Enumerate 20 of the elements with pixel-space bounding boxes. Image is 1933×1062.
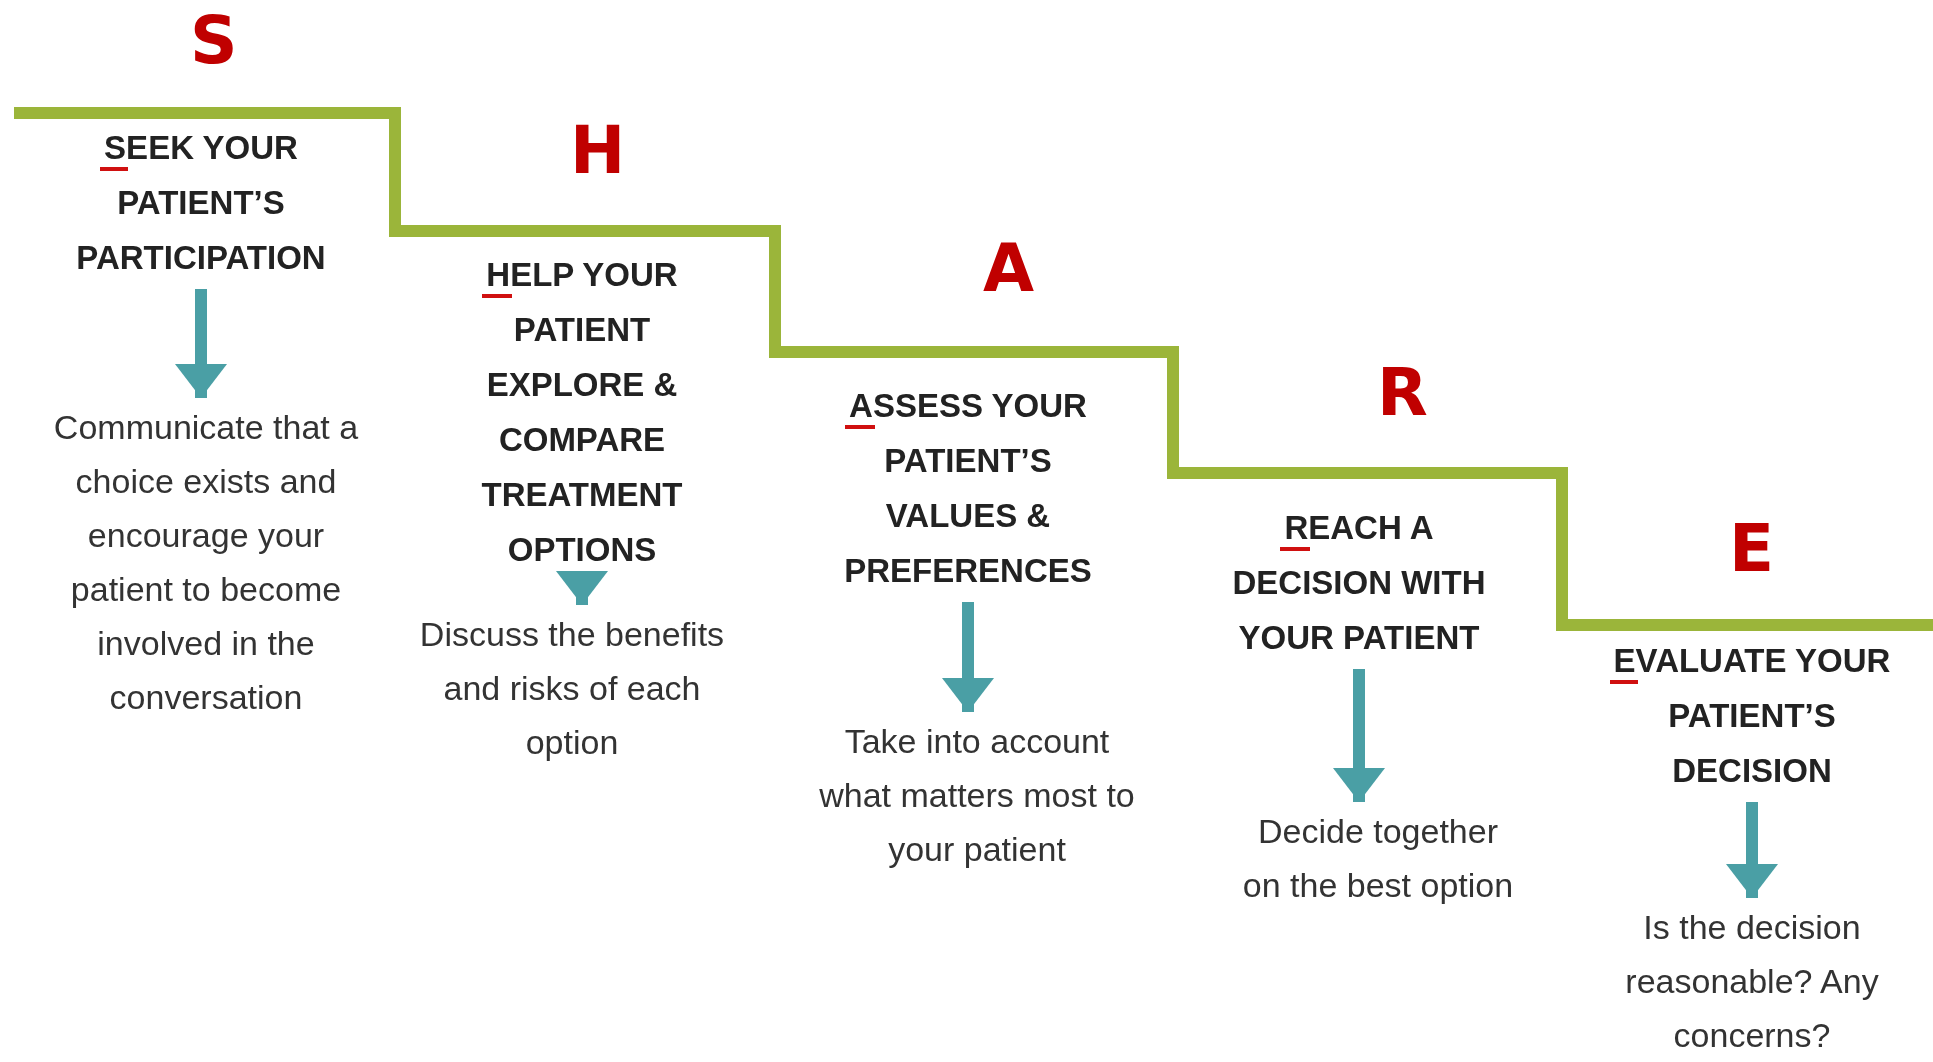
step-letter: R	[1377, 360, 1428, 426]
down-arrow	[1726, 802, 1778, 898]
step-letter: E	[1729, 516, 1775, 582]
step-heading: HELP YOUR PATIENT EXPLORE & COMPARE TREATMENT OPTIONS	[432, 247, 732, 577]
step-description: Discuss the benefits and risks of each option	[412, 607, 732, 769]
step-letter: H	[570, 118, 626, 184]
step-letter: A	[983, 236, 1035, 302]
step-heading: ASSESS YOUR PATIENT’S VALUES & PREFERENCES	[833, 378, 1103, 598]
down-arrow	[1333, 669, 1385, 802]
step-heading: EVALUATE YOUR PATIENT’S DECISION	[1597, 633, 1907, 798]
step-letter: S	[190, 8, 238, 74]
down-arrow	[942, 602, 994, 712]
step-heading: REACH A DECISION WITH YOUR PATIENT	[1204, 500, 1514, 665]
step-description: Is the decision reasonable? Any concerns?	[1592, 900, 1912, 1062]
down-arrow	[175, 289, 227, 398]
step-heading: SEEK YOUR PATIENT’S PARTICIPATION	[56, 120, 346, 285]
step-description: Decide together on the best option	[1238, 804, 1518, 912]
down-arrow	[556, 571, 608, 605]
step-description: Communicate that a choice exists and encourage your patient to become involved in the conversation	[46, 400, 366, 724]
step-description: Take into account what matters most to your patient	[812, 714, 1142, 876]
